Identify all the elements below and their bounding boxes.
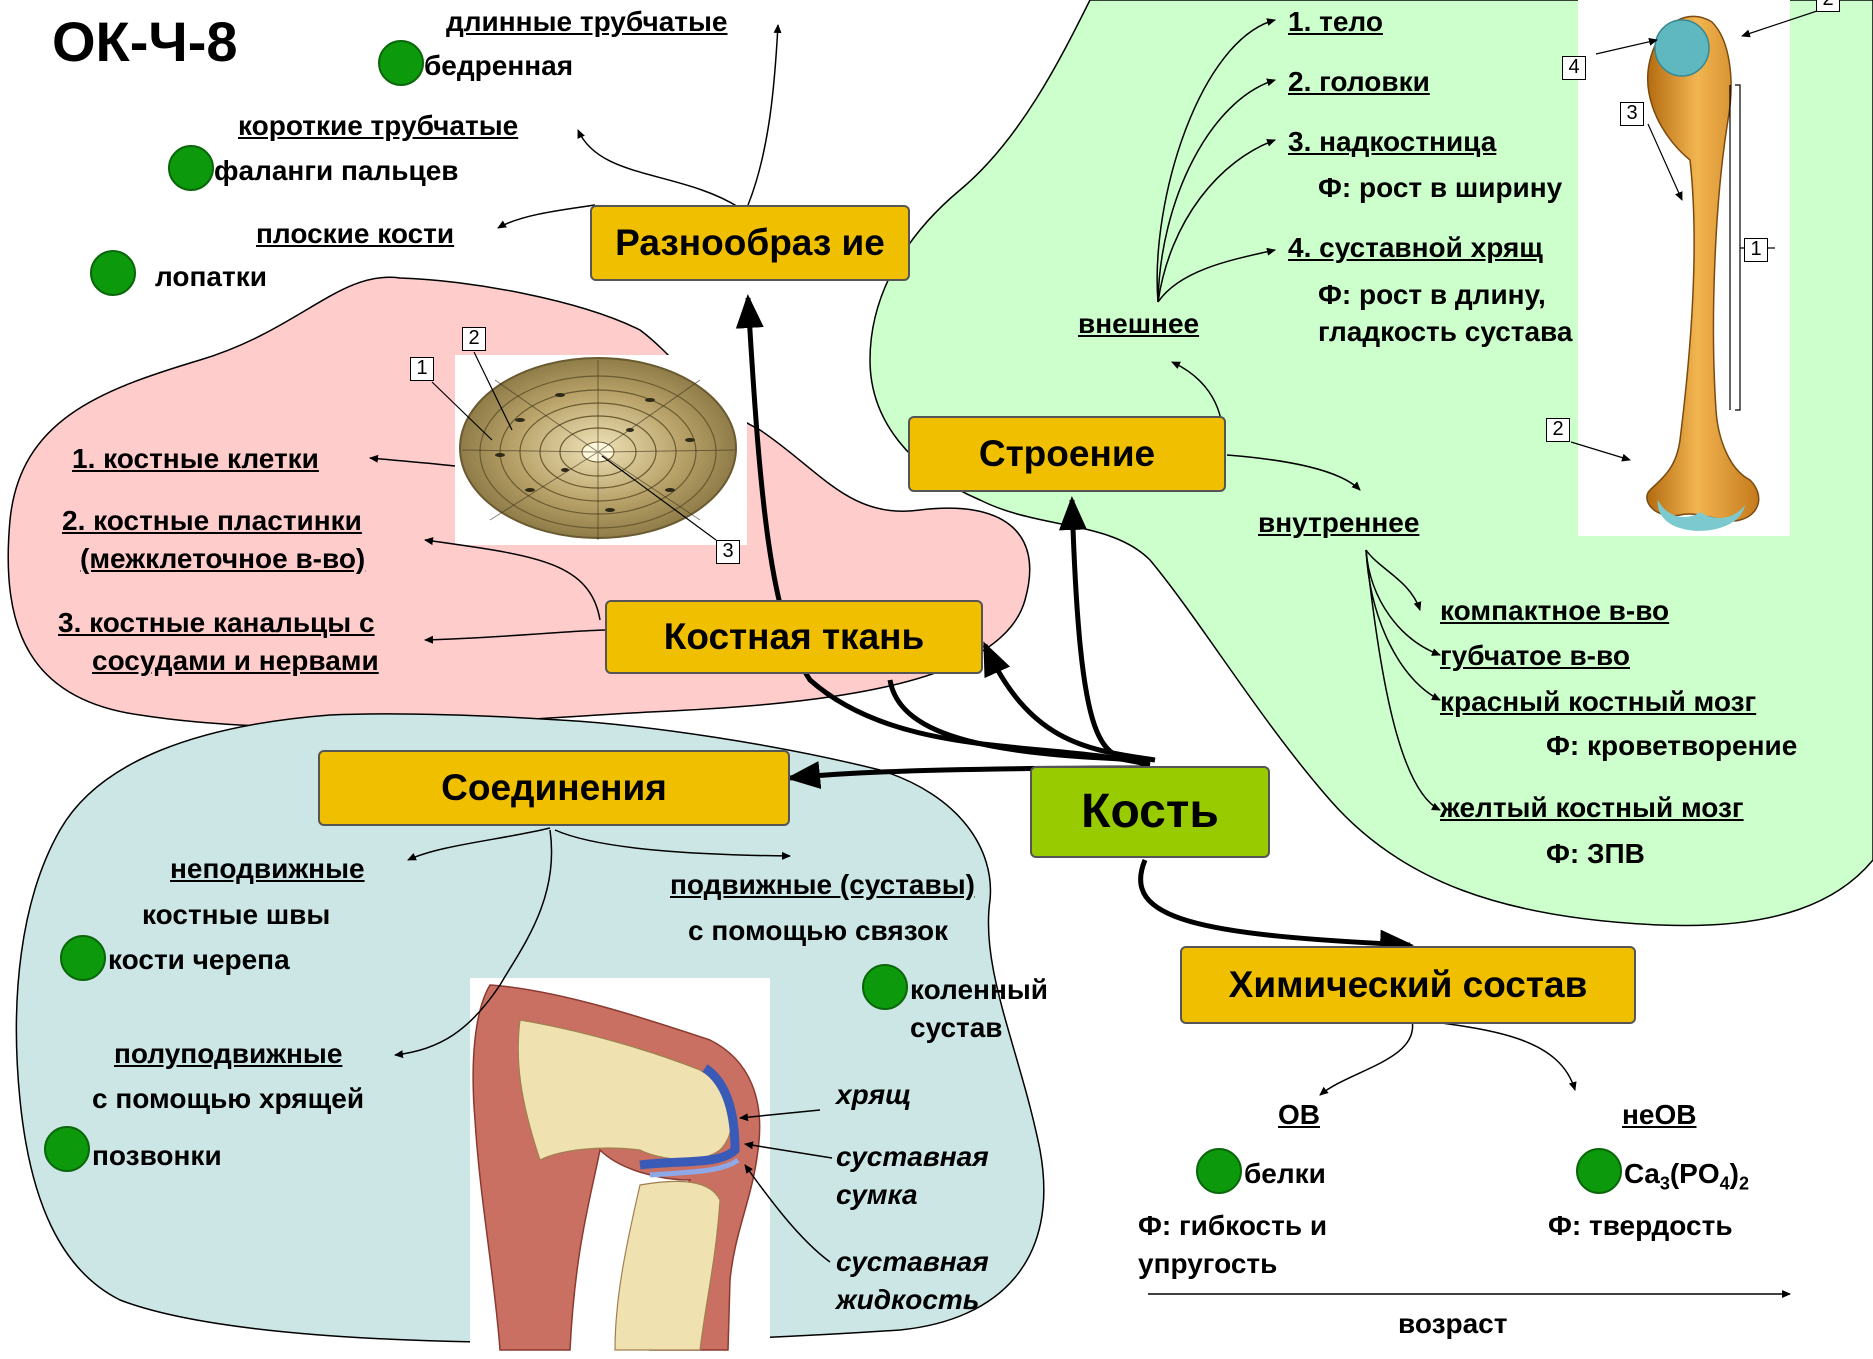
example-marker bbox=[44, 1126, 90, 1172]
knee-label: суставная bbox=[836, 1139, 989, 1175]
internal-item: желтый костный мозг bbox=[1440, 790, 1744, 826]
section-label: 3 bbox=[716, 540, 740, 564]
long-bones-label: длинные трубчатые bbox=[446, 4, 728, 40]
knee-label: суставная bbox=[836, 1244, 989, 1280]
fixed-joints-desc: костные швы bbox=[142, 897, 330, 933]
organic-function: упругость bbox=[1138, 1246, 1277, 1282]
bone-center-box[interactable]: Кость bbox=[1030, 766, 1270, 858]
tissue-item: 1. костные клетки bbox=[72, 441, 319, 477]
variety-box[interactable]: Разнообраз ие bbox=[590, 205, 910, 281]
inorganic-label: неОВ bbox=[1622, 1097, 1696, 1133]
example-marker bbox=[60, 935, 106, 981]
mobile-joints-desc: с помощью связок bbox=[688, 913, 948, 949]
internal-function: Ф: кроветворение bbox=[1546, 728, 1797, 764]
example-marker bbox=[378, 40, 424, 86]
external-item: 2. головки bbox=[1288, 64, 1430, 100]
external-item: 4. суставной хрящ bbox=[1288, 230, 1543, 266]
tissue-item: сосудами и нервами bbox=[92, 643, 379, 679]
semi-joints-example: позвонки bbox=[92, 1138, 222, 1174]
internal-item: губчатое в-во bbox=[1440, 638, 1630, 674]
age-axis-label: возраст bbox=[1398, 1306, 1507, 1342]
internal-item: компактное в-во bbox=[1440, 593, 1669, 629]
section-label: 2 bbox=[462, 327, 486, 351]
mobile-joints-label: подвижные (суставы) bbox=[670, 867, 975, 903]
external-function: гладкость сустава bbox=[1318, 314, 1572, 350]
example-marker bbox=[1196, 1148, 1242, 1194]
organic-function: Ф: гибкость и bbox=[1138, 1208, 1327, 1244]
internal-item: красный костный мозг bbox=[1440, 684, 1756, 720]
short-bones-label: короткие трубчатые bbox=[238, 108, 518, 144]
knee-label: хрящ bbox=[836, 1077, 911, 1113]
tissue-item: 3. костные канальцы с bbox=[58, 605, 375, 641]
external-item: 3. надкостница bbox=[1288, 124, 1496, 160]
fixed-joints-example: кости черепа bbox=[108, 942, 290, 978]
knee-label: сумка bbox=[836, 1177, 918, 1213]
joints-box[interactable]: Соединения bbox=[318, 750, 790, 826]
mobile-joints-example: коленный bbox=[910, 972, 1048, 1008]
example-marker bbox=[1576, 1148, 1622, 1194]
flat-bones-example: лопатки bbox=[155, 259, 267, 295]
example-marker bbox=[90, 250, 136, 296]
fixed-joints-label: неподвижные bbox=[170, 851, 365, 887]
internal-label: внутреннее bbox=[1258, 505, 1419, 541]
bone-label: 2 bbox=[1816, 0, 1840, 12]
tissue-item: (межклеточное в-во) bbox=[80, 541, 365, 577]
inorganic-example: Ca3(PO4)2 bbox=[1624, 1156, 1749, 1202]
bone-label: 1 bbox=[1744, 238, 1768, 262]
internal-function: Ф: ЗПВ bbox=[1546, 836, 1645, 872]
flat-bones-label: плоские кости bbox=[256, 216, 454, 252]
chemistry-box[interactable]: Химический состав bbox=[1180, 946, 1636, 1024]
bone-label: 3 bbox=[1620, 102, 1644, 126]
long-bones-example: бедренная bbox=[424, 48, 573, 84]
semi-joints-desc: с помощью хрящей bbox=[92, 1081, 364, 1117]
example-marker bbox=[862, 964, 908, 1010]
tissue-box[interactable]: Костная ткань bbox=[605, 600, 983, 674]
structure-box[interactable]: Строение bbox=[908, 416, 1226, 492]
external-label: внешнее bbox=[1078, 306, 1199, 342]
page-title: ОК-Ч-8 bbox=[52, 10, 238, 74]
tissue-item: 2. костные пластинки bbox=[62, 503, 362, 539]
organic-example: белки bbox=[1244, 1156, 1326, 1192]
semi-joints-label: полуподвижные bbox=[114, 1036, 342, 1072]
external-function: Ф: рост в длину, bbox=[1318, 277, 1546, 313]
bone-label: 4 bbox=[1562, 56, 1586, 80]
mobile-joints-example: сустав bbox=[910, 1010, 1003, 1046]
short-bones-example: фаланги пальцев bbox=[214, 153, 458, 189]
section-label: 1 bbox=[410, 357, 434, 381]
organic-label: ОВ bbox=[1278, 1097, 1320, 1133]
knee-label: жидкость bbox=[836, 1282, 979, 1318]
example-marker bbox=[168, 145, 214, 191]
external-item: 1. тело bbox=[1288, 4, 1383, 40]
bone-label: 2 bbox=[1546, 418, 1570, 442]
inorganic-function: Ф: твердость bbox=[1548, 1208, 1733, 1244]
external-function: Ф: рост в ширину bbox=[1318, 170, 1562, 206]
